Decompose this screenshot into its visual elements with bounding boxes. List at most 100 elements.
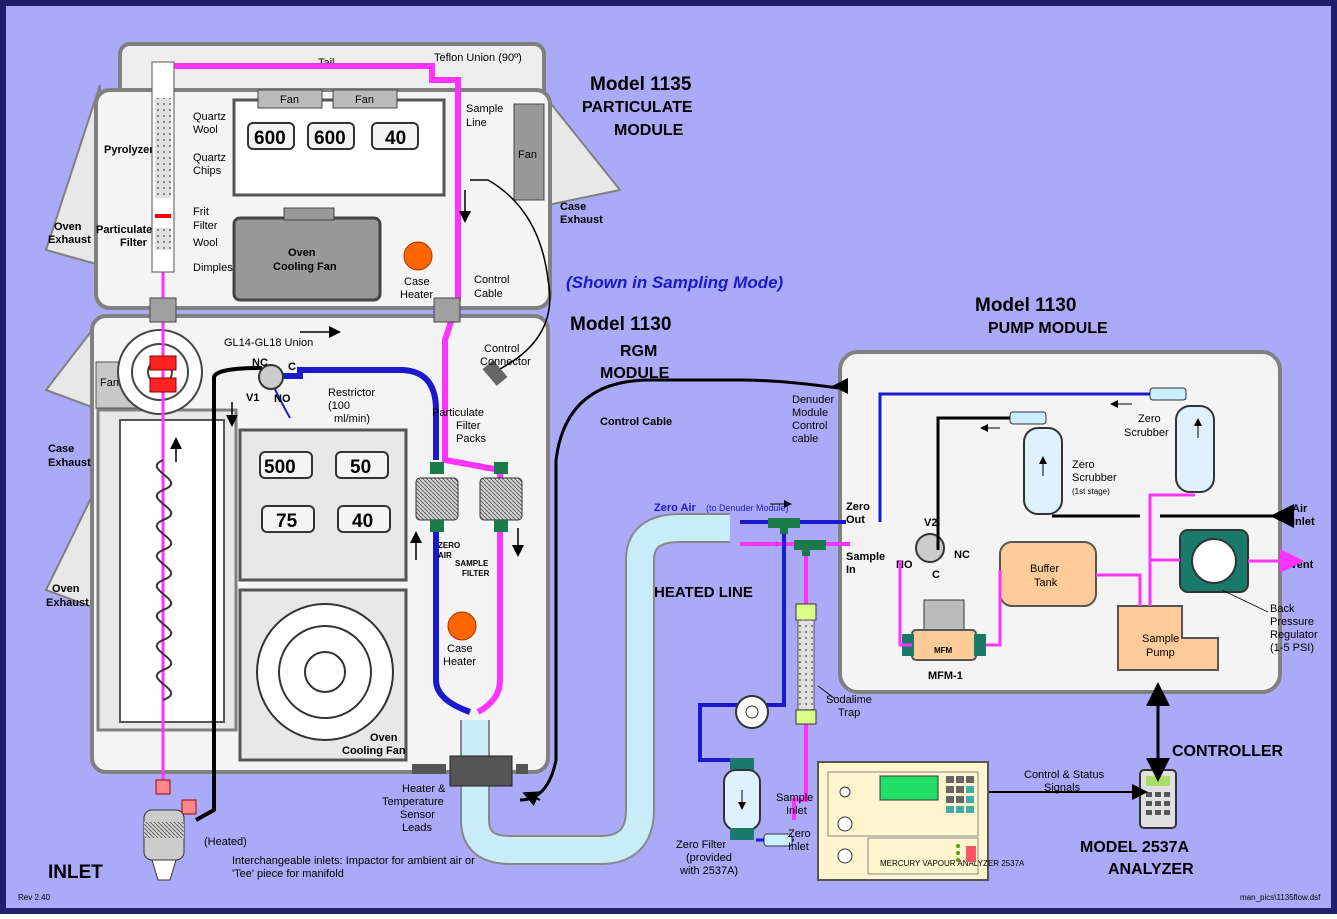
- sample-filter-pack: [480, 478, 522, 520]
- zero-filter-fitting-bottom: [730, 828, 754, 840]
- denuder-label-1: Denuder: [792, 394, 835, 406]
- sample-fitting-top: [494, 462, 508, 474]
- sampling-mode-label: (Shown in Sampling Mode): [566, 273, 784, 292]
- case-heater-top: [404, 242, 432, 270]
- pf-packs-label-2: Filter: [456, 420, 481, 432]
- bpr-label-3: Regulator: [1270, 629, 1318, 641]
- pf-packs-label-1: Particulate: [432, 407, 484, 419]
- buffer-tank-label-1: Buffer: [1030, 563, 1059, 575]
- interchangeable-label-1: Interchangeable inlets: Impactor for amb…: [232, 855, 475, 867]
- analyzer-title-1: MODEL 2537A: [1080, 839, 1190, 856]
- file-label: man_pics\1135flow.dsf: [1240, 893, 1321, 902]
- rev-label: Rev 2.40: [18, 893, 51, 902]
- sample-pump-label-1: Sample: [1142, 633, 1179, 645]
- temp-value-1: 600: [254, 128, 286, 149]
- zero-scrubber-2-label-2: Scrubber: [1124, 427, 1169, 439]
- frit-filter: [155, 214, 171, 218]
- control-status-label-1: Control & Status: [1024, 769, 1105, 781]
- dimples-label: Dimples: [193, 262, 233, 274]
- inlet-title: INLET: [48, 862, 103, 883]
- controller-display: [1146, 776, 1170, 786]
- sample-tee: [794, 540, 826, 550]
- analyzer-led-2: [956, 851, 960, 855]
- zero-filter-label-2: (provided: [686, 852, 732, 864]
- model-1130-rgm-sub: RGM: [620, 343, 657, 360]
- frit-label-2: Filter: [193, 220, 218, 232]
- temp-value-3: 40: [385, 128, 406, 149]
- analyzer-name: MERCURY VAPOUR ANALYZER 2537A: [880, 859, 1025, 868]
- wool-label: Wool: [193, 237, 218, 249]
- interchangeable-label-2: 'Tee' piece for manifold: [232, 868, 344, 880]
- buffer-tank-label-2: Tank: [1034, 577, 1058, 589]
- case-fan-label: Fan: [518, 149, 537, 161]
- case-heater-rgm-label-1: Case: [447, 643, 473, 655]
- mfm-fitting-right: [974, 634, 986, 656]
- quartz-section: [155, 98, 171, 198]
- sample-in-label-2: In: [846, 564, 856, 576]
- quartz-wool-label-2: Wool: [193, 124, 218, 136]
- analyzer-port-3: [838, 849, 852, 863]
- sample-pump-label-2: Pump: [1146, 647, 1175, 659]
- sample-inlet-label-1: Sample: [776, 792, 813, 804]
- restrictor-label-3: ml/min): [334, 413, 370, 425]
- bpr-label-1: Back: [1270, 603, 1295, 615]
- heater-junction: [450, 756, 512, 786]
- rgm-value-1: 500: [264, 457, 296, 478]
- zero-filter-label-3: with 2537A): [679, 865, 738, 877]
- model-1130-rgm-title: Model 1130: [570, 314, 671, 335]
- module-coupler-left: [150, 298, 176, 322]
- rgm-value-4: 40: [352, 511, 373, 532]
- zero-air-label-1: ZERO: [438, 541, 460, 550]
- zero-scrubber-2: [1176, 406, 1214, 492]
- zero-air-filter-pack: [416, 478, 458, 520]
- oven-fan-label-1: Oven: [288, 247, 316, 259]
- bpr-dial: [1192, 539, 1236, 583]
- controller-keypad: [1146, 792, 1170, 815]
- pf-packs-label-3: Packs: [456, 433, 486, 445]
- sample-line-label-1: Sample: [466, 103, 503, 115]
- module-coupler-right: [434, 298, 460, 322]
- fan-label-2: Fan: [355, 94, 374, 106]
- zero-scrubber-1-label-2: Scrubber: [1072, 472, 1117, 484]
- mfm-label: MFM: [934, 646, 953, 655]
- zero-filter-label-1: Zero Filter: [676, 839, 726, 851]
- case-heater-rgm: [448, 612, 476, 640]
- sample-inlet-label-2: Inlet: [786, 805, 807, 817]
- oven-exhaust-label-1: Oven: [54, 221, 82, 233]
- air-inlet-label-1: Air: [1292, 503, 1308, 515]
- denuder-window: [120, 420, 224, 722]
- oven-fan-bottom-label-2: Cooling Fan: [342, 745, 406, 757]
- controller-title: CONTROLLER: [1172, 743, 1284, 760]
- oven-exhaust-rgm-label-1: Oven: [52, 583, 80, 595]
- zero-scrubber-2-label-1: Zero: [1138, 413, 1161, 425]
- zero-air-denuder-label: Zero Air: [654, 502, 696, 514]
- control-status-label-2: Signals: [1044, 782, 1081, 794]
- control-cable-label-1: Control: [474, 274, 509, 286]
- quartz-chips-label-1: Quartz: [193, 152, 226, 164]
- zero-air-pump-hub: [746, 706, 758, 718]
- sample-tee-stem: [802, 550, 810, 556]
- bpr-label-2: Pressure: [1270, 616, 1314, 628]
- quartz-chips-label-2: Chips: [193, 165, 222, 177]
- mfm-body: [912, 630, 976, 660]
- frit-label-1: Frit: [193, 206, 209, 218]
- denuder-label-2: Module: [792, 407, 828, 419]
- zero-air-tee: [768, 518, 800, 528]
- sodalime-trap: [798, 620, 814, 710]
- oven-fan-bottom-label-1: Oven: [370, 732, 398, 744]
- sodalime-label-1: Sodalime: [826, 694, 872, 706]
- case-heater-top-label-1: Case: [404, 276, 430, 288]
- v2-valve: [916, 534, 944, 562]
- zero-inlet-label-1: Zero: [788, 828, 811, 840]
- mfm-top: [924, 600, 964, 632]
- case-exhaust-rgm-label-2: Exhaust: [48, 457, 91, 469]
- gl-union-top: [150, 356, 176, 370]
- temp-value-2: 600: [314, 128, 346, 149]
- rgm-fan-label: Fan: [100, 377, 119, 389]
- rgm-value-2: 50: [350, 457, 371, 478]
- gl-union-label: GL14-GL18 Union: [224, 337, 313, 349]
- analyzer-display: [880, 776, 938, 800]
- zero-air-label-2: AIR: [438, 551, 452, 560]
- analyzer-power: [966, 846, 976, 862]
